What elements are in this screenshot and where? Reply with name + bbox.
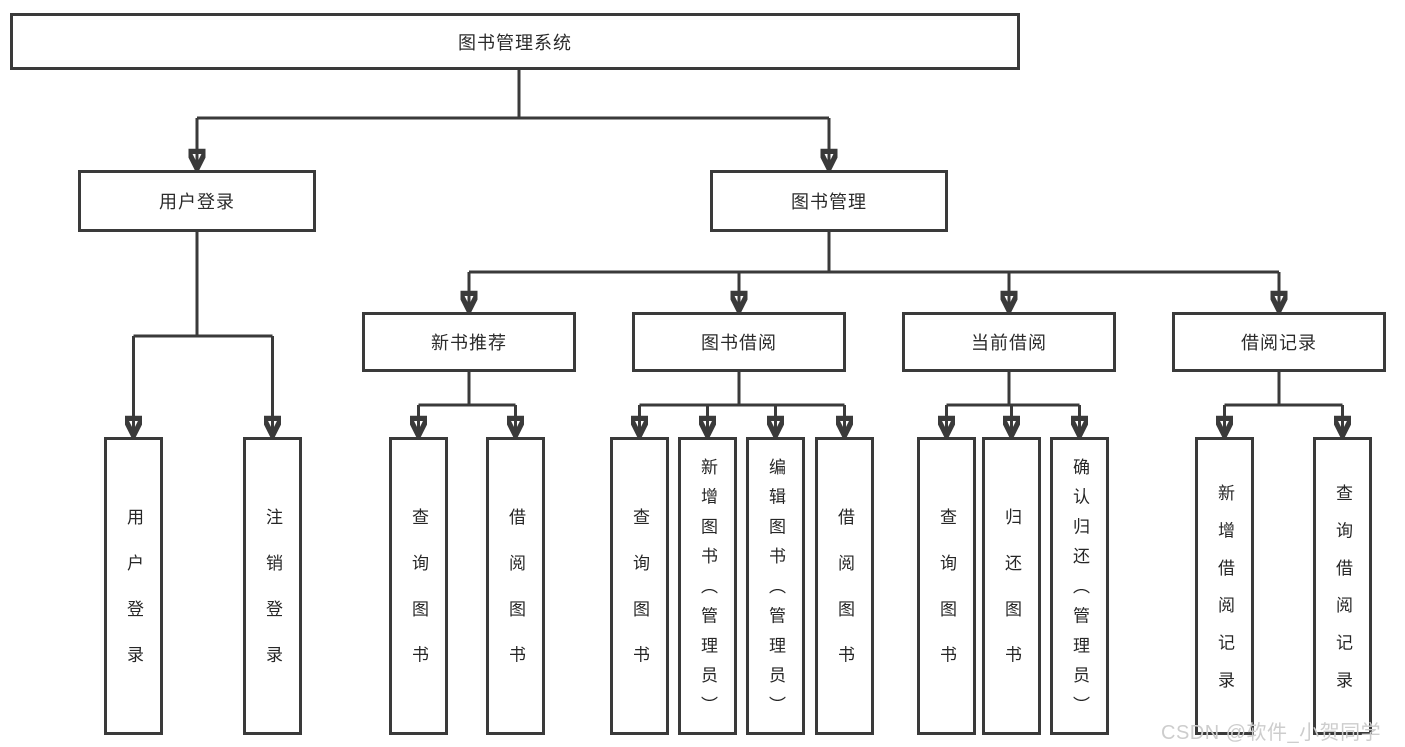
leaf-borrow-books-recommend: 借阅图书 bbox=[486, 437, 545, 735]
leaf-return-book-label: 归还图书 bbox=[1002, 508, 1021, 692]
leaf-borrow-books-recommend-label: 借阅图书 bbox=[506, 508, 525, 692]
node-new-book-recommend-label: 新书推荐 bbox=[431, 333, 507, 353]
leaf-confirm-return-admin-label: 确认归还（管理员） bbox=[1070, 458, 1089, 726]
leaf-add-borrow-record-label: 新增借阅记录 bbox=[1215, 483, 1234, 709]
leaf-query-books-borrowing: 查询图书 bbox=[610, 437, 669, 735]
leaf-borrow-books-borrowing: 借阅图书 bbox=[815, 437, 874, 735]
leaf-confirm-return-admin: 确认归还（管理员） bbox=[1050, 437, 1109, 735]
node-borrowing-records: 借阅记录 bbox=[1172, 312, 1386, 372]
node-user-login-label: 用户登录 bbox=[159, 192, 235, 212]
node-current-borrowing: 当前借阅 bbox=[902, 312, 1116, 372]
leaf-query-books-recommend-label: 查询图书 bbox=[409, 508, 428, 692]
leaf-logout: 注销登录 bbox=[243, 437, 302, 735]
leaf-query-books-current: 查询图书 bbox=[917, 437, 976, 735]
node-book-borrowing: 图书借阅 bbox=[632, 312, 846, 372]
leaf-add-book-admin-label: 新增图书（管理员） bbox=[698, 458, 717, 726]
node-book-management: 图书管理 bbox=[710, 170, 948, 232]
node-library-system-label: 图书管理系统 bbox=[458, 32, 572, 53]
node-library-system: 图书管理系统 bbox=[10, 13, 1020, 70]
leaf-add-borrow-record: 新增借阅记录 bbox=[1195, 437, 1254, 735]
node-book-borrowing-label: 图书借阅 bbox=[701, 333, 777, 353]
node-user-login: 用户登录 bbox=[78, 170, 316, 232]
leaf-edit-book-admin-label: 编辑图书（管理员） bbox=[766, 458, 785, 726]
leaf-query-books-borrowing-label: 查询图书 bbox=[630, 508, 649, 692]
leaf-query-books-current-label: 查询图书 bbox=[937, 508, 956, 692]
node-current-borrowing-label: 当前借阅 bbox=[971, 333, 1047, 353]
leaf-return-book: 归还图书 bbox=[982, 437, 1041, 735]
node-new-book-recommend: 新书推荐 bbox=[362, 312, 576, 372]
leaf-borrow-books-borrowing-label: 借阅图书 bbox=[835, 508, 854, 692]
node-borrowing-records-label: 借阅记录 bbox=[1241, 333, 1317, 353]
leaf-query-borrow-record-label: 查询借阅记录 bbox=[1333, 483, 1352, 709]
node-book-management-label: 图书管理 bbox=[791, 192, 867, 212]
leaf-user-login: 用户登录 bbox=[104, 437, 163, 735]
leaf-add-book-admin: 新增图书（管理员） bbox=[678, 437, 737, 735]
csdn-watermark: CSDN @软件_小贺同学 bbox=[1161, 722, 1382, 744]
leaf-logout-label: 注销登录 bbox=[263, 508, 282, 692]
leaf-user-login-label: 用户登录 bbox=[124, 508, 143, 692]
leaf-query-books-recommend: 查询图书 bbox=[389, 437, 448, 735]
leaf-query-borrow-record: 查询借阅记录 bbox=[1313, 437, 1372, 735]
leaf-edit-book-admin: 编辑图书（管理员） bbox=[746, 437, 805, 735]
